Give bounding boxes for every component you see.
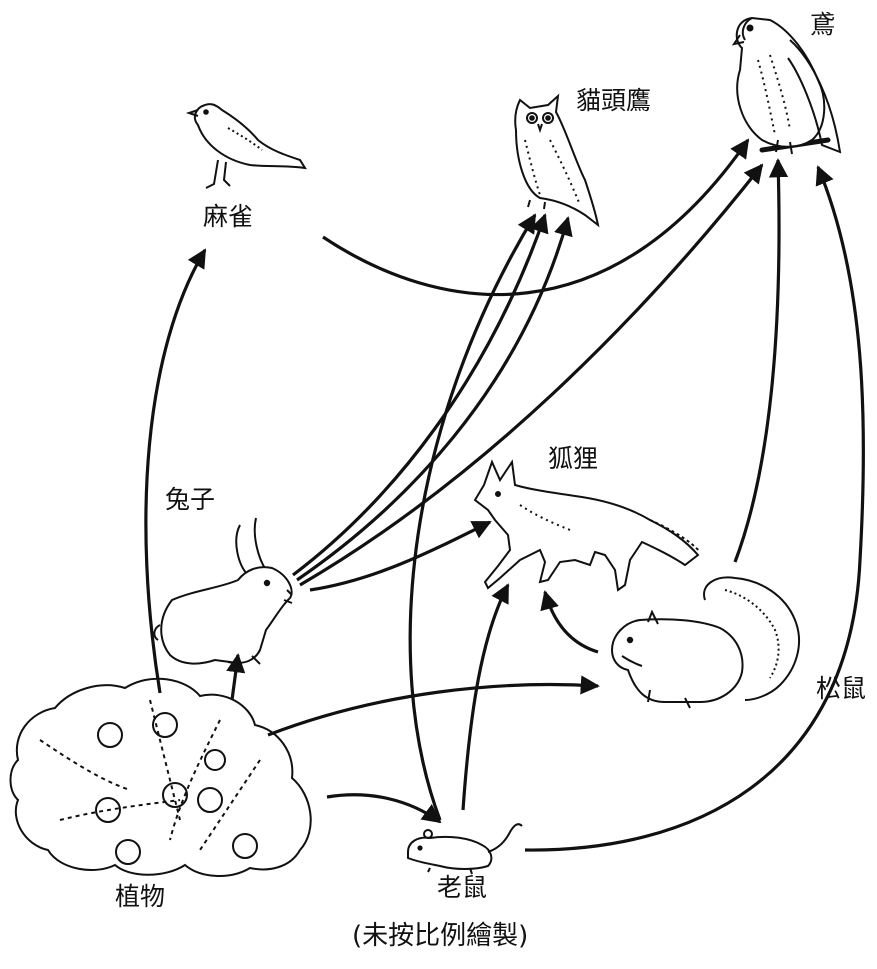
arrow-squirrel-to-fox <box>545 592 598 652</box>
arrow-mouse-to-fox <box>463 585 508 810</box>
arrow-plant-to-squirrel <box>268 685 598 735</box>
rabbit-illustration <box>154 518 292 664</box>
arrow-plant-to-mouse <box>327 795 440 822</box>
label-kite: 鳶 <box>810 12 835 37</box>
plant-illustration <box>11 679 311 876</box>
label-rabbit: 兔子 <box>165 487 215 512</box>
mouse-illustration <box>408 824 522 874</box>
label-plant: 植物 <box>115 884 165 909</box>
label-fox: 狐狸 <box>548 446 598 471</box>
scale-note: (未按比例繪製) <box>352 923 528 949</box>
label-owl: 貓頭鷹 <box>576 88 651 113</box>
label-sparrow: 麻雀 <box>203 204 253 229</box>
fox-illustration <box>475 462 700 590</box>
sparrow-illustration <box>189 104 305 188</box>
squirrel-illustration <box>612 577 799 708</box>
arrow-squirrel-to-kite <box>735 160 779 562</box>
label-mouse: 老鼠 <box>437 875 487 900</box>
owl-illustration <box>515 96 598 225</box>
label-squirrel: 松鼠 <box>816 676 866 701</box>
arrow-rabbit-to-fox <box>310 522 490 590</box>
